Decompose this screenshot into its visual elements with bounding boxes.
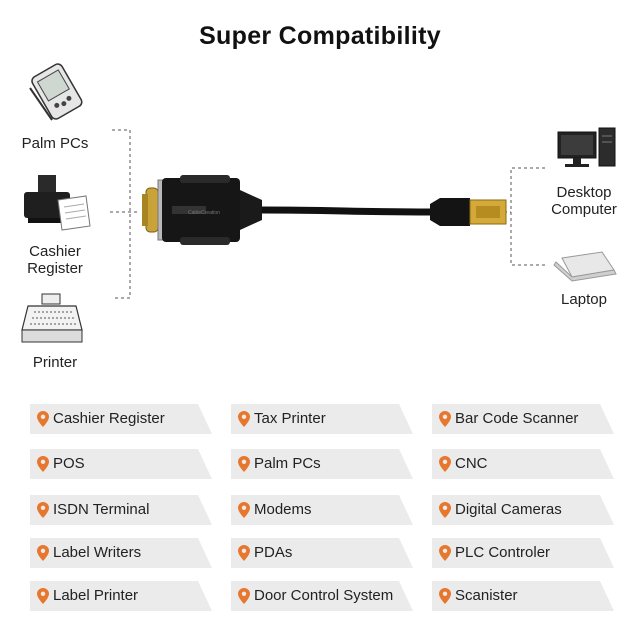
compatibility-tag-label: Cashier Register	[53, 410, 165, 427]
compatibility-tag-label: CNC	[455, 455, 488, 472]
tag-corner	[198, 581, 212, 611]
location-pin-icon	[439, 456, 451, 472]
left-bracket	[110, 129, 138, 299]
location-pin-icon	[238, 588, 250, 604]
compatibility-tag: Digital Cameras	[432, 495, 614, 525]
compatibility-tag: Modems	[231, 495, 413, 525]
tag-corner	[399, 449, 413, 479]
compatibility-tag: PLC Controler	[432, 538, 614, 568]
location-pin-icon	[439, 588, 451, 604]
desktop-computer-icon	[557, 127, 616, 167]
location-pin-icon	[238, 456, 250, 472]
compatibility-tag: Label Printer	[30, 581, 212, 611]
compatibility-tag-label: ISDN Terminal	[53, 501, 150, 518]
cash-register-icon	[21, 293, 83, 343]
tag-corner	[399, 538, 413, 568]
location-pin-icon	[238, 545, 250, 561]
tag-corner	[399, 404, 413, 434]
device-label-desktop-computer: Desktop Computer	[551, 184, 617, 218]
cable-brand: CableCreation	[188, 210, 220, 216]
tag-corner	[600, 449, 614, 479]
compatibility-tag-label: PLC Controler	[455, 544, 551, 561]
compatibility-tag: Door Control System	[231, 581, 413, 611]
compatibility-tag: Label Writers	[30, 538, 212, 568]
tag-corner	[399, 581, 413, 611]
compatibility-tag: POS	[30, 449, 212, 479]
laptop-icon	[553, 251, 617, 282]
tag-corner	[600, 538, 614, 568]
compatibility-tag-label: Tax Printer	[254, 410, 326, 427]
location-pin-icon	[439, 502, 451, 518]
location-pin-icon	[439, 411, 451, 427]
compatibility-tag: ISDN Terminal	[30, 495, 212, 525]
compatibility-tag-label: Door Control System	[254, 587, 394, 604]
tag-corner	[600, 404, 614, 434]
compatibility-tag: Scanister	[432, 581, 614, 611]
usb-connector-icon	[430, 198, 507, 226]
compatibility-tag: Bar Code Scanner	[432, 404, 614, 434]
compatibility-tag-label: POS	[53, 455, 85, 472]
location-pin-icon	[37, 456, 49, 472]
compatibility-tag-label: Label Writers	[53, 544, 142, 561]
compatibility-tag: PDAs	[231, 538, 413, 568]
location-pin-icon	[238, 502, 250, 518]
tag-corner	[198, 404, 212, 434]
location-pin-icon	[439, 545, 451, 561]
compatibility-tag-label: Palm PCs	[254, 455, 321, 472]
compatibility-tag-label: Digital Cameras	[455, 501, 562, 518]
device-label-palm-pcs: Palm PCs	[21, 135, 89, 152]
tag-corner	[600, 581, 614, 611]
tag-corner	[198, 495, 212, 525]
compatibility-tag: Palm PCs	[231, 449, 413, 479]
compatibility-tag-label: Scanister	[455, 587, 518, 604]
compatibility-tag: CNC	[432, 449, 614, 479]
location-pin-icon	[37, 588, 49, 604]
compatibility-diagram: CableCreation	[21, 63, 617, 343]
location-pin-icon	[37, 411, 49, 427]
compatibility-tag: Tax Printer	[231, 404, 413, 434]
compatibility-tag: Cashier Register	[30, 404, 212, 434]
tag-corner	[399, 495, 413, 525]
tag-corner	[198, 449, 212, 479]
device-label-laptop: Laptop	[561, 291, 607, 308]
location-pin-icon	[37, 545, 49, 561]
cable	[261, 206, 431, 216]
device-label-printer: Printer	[32, 354, 78, 371]
palm-pc-icon	[29, 63, 83, 121]
compatibility-tag-label: Label Printer	[53, 587, 139, 604]
compatibility-tag-label: Modems	[254, 501, 312, 518]
location-pin-icon	[238, 411, 250, 427]
printer-icon	[24, 175, 91, 231]
page-title: Super Compatibility	[199, 22, 441, 50]
tag-corner	[198, 538, 212, 568]
compatibility-tag-label: PDAs	[254, 544, 293, 561]
device-label-cashier-register: Cashier Register	[27, 243, 83, 277]
location-pin-icon	[37, 502, 49, 518]
compatibility-tag-label: Bar Code Scanner	[455, 410, 579, 427]
tag-corner	[600, 495, 614, 525]
db9-connector-icon	[142, 175, 262, 245]
